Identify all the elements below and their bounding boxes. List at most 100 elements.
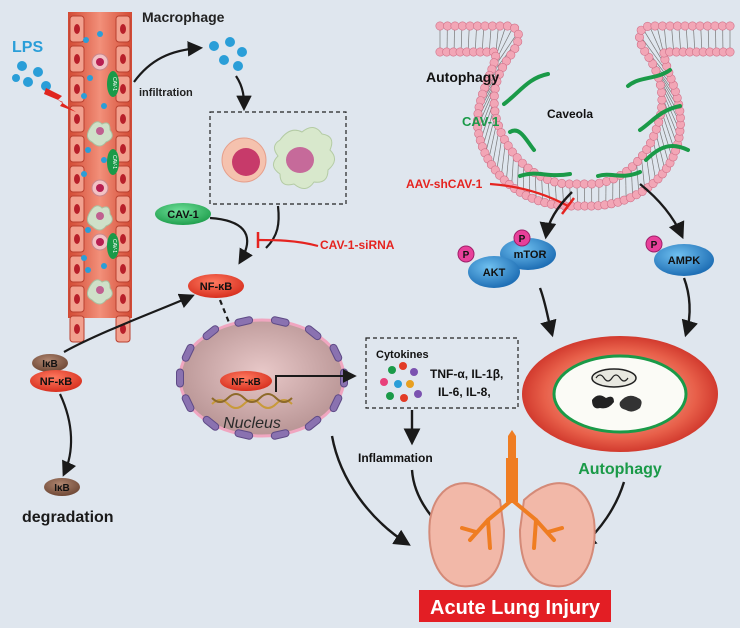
lipid-head	[633, 156, 643, 166]
vessel-cav1-label: CAV-1	[111, 239, 117, 253]
lipid-head	[465, 21, 475, 31]
nuclear-pore	[234, 429, 254, 440]
lipid-head	[656, 87, 666, 97]
nucleus-to-lung-arrow	[330, 435, 411, 546]
cytokine-dots	[380, 362, 422, 402]
lipid-head	[506, 50, 516, 60]
endothelial-nucleus	[120, 174, 126, 184]
cytokines-title: Cytokines	[376, 349, 429, 361]
lipid-head	[665, 21, 675, 31]
akt-phospho-label: P	[463, 250, 470, 261]
endothelial-nucleus	[74, 114, 80, 124]
lipid-head	[513, 29, 523, 39]
lipid-head	[503, 141, 513, 151]
mtor-phospho-label: P	[519, 234, 526, 245]
lipid-head	[490, 84, 500, 94]
lung-icon	[428, 430, 596, 588]
ampk-phospho	[645, 235, 663, 253]
ikb-degraded-node	[44, 478, 80, 496]
lipid-head	[644, 52, 654, 62]
endothelial-nucleus	[74, 294, 80, 304]
nfkb-complex-node	[30, 370, 82, 392]
ampk-phospho-label: P	[651, 240, 658, 251]
lps-label: LPS	[12, 39, 43, 56]
endothelial-nucleus	[74, 84, 80, 94]
endothelial-nucleus	[74, 264, 80, 274]
lipid-head	[687, 21, 697, 31]
dna-helix-icon	[211, 393, 293, 409]
ikb-degraded-label: IκB	[54, 483, 70, 494]
lipid-head	[512, 153, 522, 163]
endothelial-nucleus	[74, 54, 80, 64]
endothelial-nucleus	[120, 294, 126, 304]
nuclear-pore	[176, 368, 184, 388]
vessel-cav1-label: CAV-1	[111, 77, 117, 91]
akt-phospho	[457, 245, 475, 263]
cav1-membrane-proteins	[502, 68, 690, 178]
endothelial-nucleus	[74, 24, 80, 34]
nuclear-pore	[234, 316, 254, 327]
lipid-head	[637, 151, 647, 161]
lipid-head	[435, 21, 445, 31]
cav1-to-nfkb-arrow	[209, 216, 253, 265]
endothelial-nucleus	[120, 144, 126, 154]
lipid-head	[636, 40, 646, 50]
endothelial-nucleus	[74, 324, 80, 334]
ikb-degradation-arrow	[59, 393, 77, 477]
acute-lung-injury-banner	[419, 590, 611, 622]
nuclear-pore	[181, 343, 195, 362]
lipid-head	[489, 91, 499, 101]
nfkb-nucleus-label: NF-κB	[231, 377, 260, 388]
nuclear-pore	[202, 325, 220, 341]
cav1-sirna-label: CAV-1-siRNA	[320, 238, 395, 252]
vessel-cav1-markers: CAV-1 CAV-1 CAV-1	[107, 71, 119, 259]
nuclear-pore	[329, 343, 343, 362]
endothelial-cells	[69, 15, 131, 343]
akt-node	[468, 256, 520, 288]
nfkb-complex-label: NF-κB	[40, 376, 72, 388]
vessel-lps-dots	[81, 31, 107, 273]
blood-vessel: CAV-1 CAV-1 CAV-1	[68, 12, 132, 343]
lipid-head	[510, 44, 520, 54]
mtor-label: mTOR	[514, 249, 547, 261]
ikb-label: IκB	[42, 359, 58, 370]
lipid-head	[710, 21, 720, 31]
mtor-phospho	[513, 229, 531, 247]
lipid-head	[725, 21, 735, 31]
nuclear-pore	[181, 394, 195, 413]
aav-inhibition-bar	[561, 197, 575, 215]
infiltration-label: infiltration	[139, 87, 193, 99]
autophagy-title: Autophagy	[426, 69, 499, 85]
ikb-node	[32, 354, 68, 372]
caveola-to-mtor-arrow	[539, 191, 573, 240]
nucleus-label: Nucleus	[223, 415, 281, 432]
monocyte-cell	[221, 137, 267, 183]
lipid-head	[572, 179, 582, 189]
acute-lung-injury-label: Acute Lung Injury	[430, 597, 601, 619]
nuclear-pore	[270, 316, 290, 327]
lipid-head	[472, 21, 482, 31]
endothelial-nucleus	[120, 84, 126, 94]
lipid-head	[642, 21, 652, 31]
caveola-to-ampk-arrow	[639, 183, 685, 240]
endothelial-nucleus	[120, 324, 126, 334]
lipid-head	[495, 21, 505, 31]
lipid-head	[627, 162, 637, 172]
nfkb-nucleus-node	[220, 371, 272, 391]
lipid-head	[457, 21, 467, 31]
mtor-to-autophagy-arrow	[538, 287, 557, 338]
autophagy-cell	[522, 336, 718, 452]
nuclear-pore	[340, 368, 348, 388]
endothelial-nucleus	[120, 114, 126, 124]
nfkb-label: NF-κB	[200, 281, 232, 293]
endothelial-nucleus	[120, 204, 126, 214]
lipid-head	[517, 158, 527, 168]
nuclear-pore	[270, 429, 290, 440]
sirna-inhibition-line	[257, 238, 319, 248]
lipid-head	[489, 99, 499, 109]
lipid-head	[680, 21, 690, 31]
lipid-head	[450, 21, 460, 31]
lipid-head	[672, 21, 682, 31]
